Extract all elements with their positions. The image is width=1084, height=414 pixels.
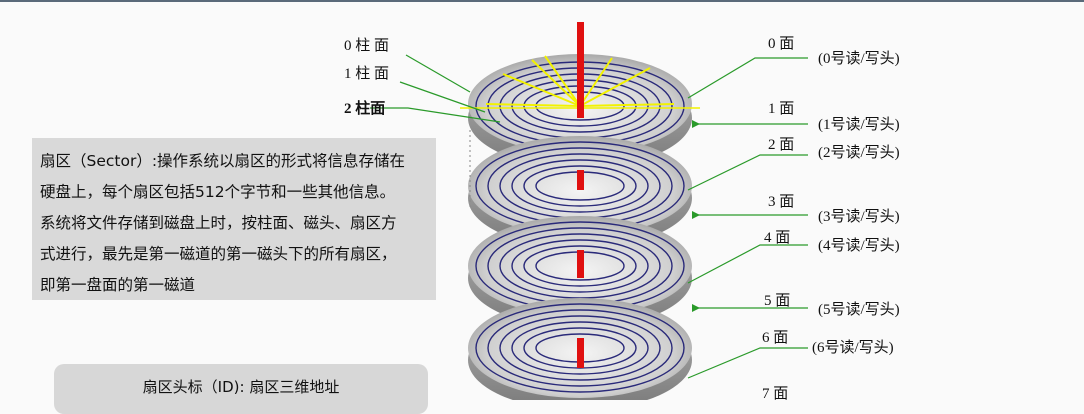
surface-1-face: 1 面 xyxy=(768,101,794,117)
sector-text-line: 系统将文件存储到磁盘上时，按柱面、磁头、扇区方 xyxy=(40,214,397,232)
surface-6-face: 6 面 xyxy=(762,330,788,346)
surface-2-face: 2 面 xyxy=(768,137,794,153)
surface-2-head: (2号读/写头) xyxy=(818,144,900,161)
sector-division-lines xyxy=(485,55,675,107)
cylinder-2-label: 2 柱面 xyxy=(344,99,385,117)
platter-4 xyxy=(468,298,692,400)
disk-diagram: 0 柱 面 1 柱 面 2 柱面 0 面 (0号读/写头) 1 面 (1号读/写… xyxy=(344,22,900,400)
spindle-2 xyxy=(577,170,584,190)
surface-0-head: (0号读/写头) xyxy=(818,50,900,67)
spindle-4 xyxy=(577,338,584,368)
surface-3-head: (3号读/写头) xyxy=(818,208,900,225)
sector-id-label: 扇区头标（ID): 扇区三维地址 xyxy=(142,378,340,396)
surface-arrowheads xyxy=(692,120,700,312)
surface-4-face: 4 面 xyxy=(764,230,790,246)
surface-0-face: 0 面 xyxy=(768,36,794,52)
surface-1-head: (1号读/写头) xyxy=(818,116,900,133)
sector-text-line: 即第一盘面的第一磁道 xyxy=(40,276,196,294)
spindle-3 xyxy=(577,250,584,278)
surface-5-head: (5号读/写头) xyxy=(818,301,900,318)
surface-5-face: 5 面 xyxy=(764,293,790,309)
sector-id-box: 扇区头标（ID): 扇区三维地址 xyxy=(54,364,428,414)
surface-7-face: 7 面 xyxy=(762,386,788,400)
sector-text-line: 式进行，最先是第一磁道的第一磁头下的所有扇区， xyxy=(40,245,397,263)
sector-description-box: 扇区（Sector）:操作系统以扇区的形式将信息存储在 硬盘上，每个扇区包括51… xyxy=(32,138,436,300)
sector-text-line: 扇区（Sector）:操作系统以扇区的形式将信息存储在 xyxy=(40,152,406,170)
sector-text-line: 硬盘上，每个扇区包括512个字节和一些其他信息。 xyxy=(40,183,396,201)
surface-6-head: (6号读/写头) xyxy=(812,339,894,356)
window-top-border xyxy=(0,0,1084,2)
cylinder-leaders xyxy=(370,54,501,123)
surface-4-head: (4号读/写头) xyxy=(818,237,900,254)
surface-leaders xyxy=(687,57,808,379)
cylinder-1-label: 1 柱 面 xyxy=(344,65,389,82)
cylinder-0-label: 0 柱 面 xyxy=(344,37,389,54)
spindle-top xyxy=(577,22,584,118)
surface-3-face: 3 面 xyxy=(768,194,794,210)
